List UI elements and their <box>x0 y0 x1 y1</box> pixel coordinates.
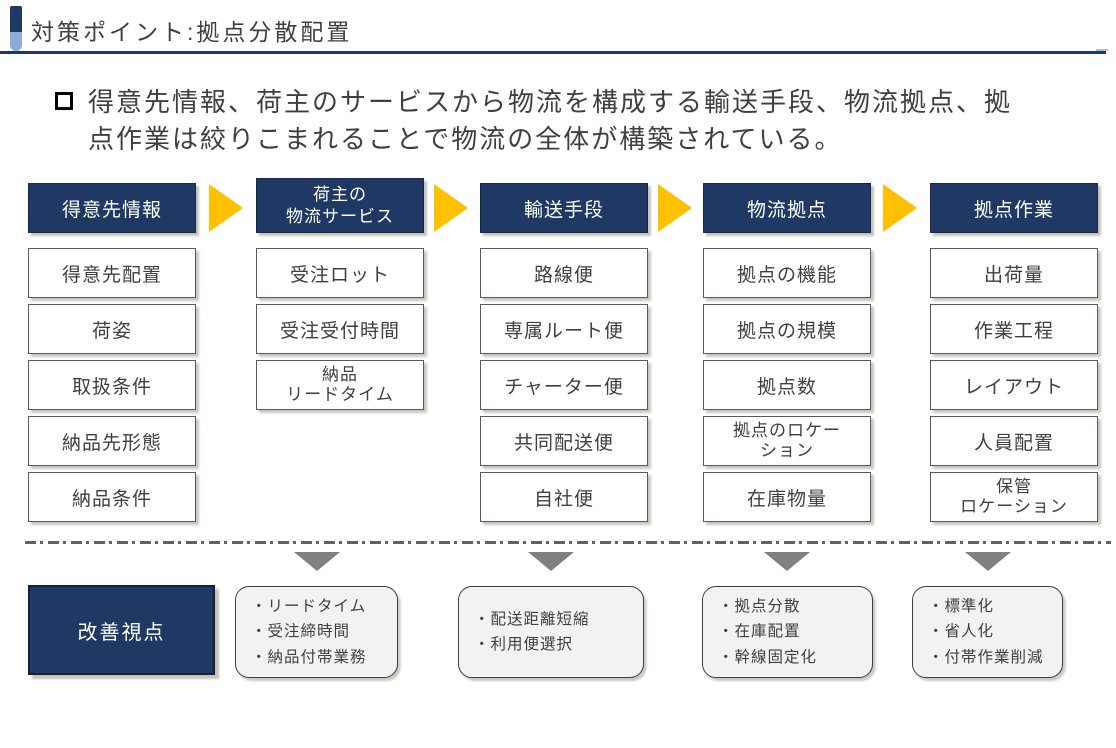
improvement-box: ・標準化・省人化・付帯作業削減 <box>912 586 1063 678</box>
title-accent-bottom <box>10 32 22 51</box>
summary-line-2: 点作業は絞りこまれることで物流の全体が構築されている。 <box>88 124 843 154</box>
summary-text: 得意先情報、荷主のサービスから物流を構成する輸送手段、物流拠点、拠 点作業は絞り… <box>88 84 1098 158</box>
item-box: 拠点数 <box>703 360 871 410</box>
item-box: 拠点のロケー ション <box>703 416 871 466</box>
title-divider <box>0 51 1106 54</box>
item-box: 出荷量 <box>930 248 1098 298</box>
column-header: 得意先情報 <box>28 183 196 233</box>
item-box: チャーター便 <box>480 360 648 410</box>
item-box: 在庫物量 <box>703 472 871 522</box>
improvement-item: ・受注締時間 <box>251 623 351 641</box>
flow-right-arrow-icon <box>658 184 692 232</box>
item-box: 専属ルート便 <box>480 304 648 354</box>
improvement-item: ・利用便選択 <box>474 636 574 653</box>
column-items: 受注ロット受注受付時間納品 リードタイム <box>256 248 424 410</box>
improvement-label-box: 改善視点 <box>28 585 215 675</box>
improvement-item: ・リードタイム <box>251 598 367 616</box>
item-box: 受注受付時間 <box>256 304 424 354</box>
improvement-item: ・幹線固定化 <box>718 648 818 666</box>
title-accent-icon <box>10 6 22 51</box>
square-bullet-icon <box>55 92 73 110</box>
down-arrow-icon <box>528 552 574 571</box>
item-box: 受注ロット <box>256 248 424 298</box>
item-box: 納品条件 <box>28 472 196 522</box>
improvement-box: ・配送距離短縮・利用便選択 <box>458 586 644 678</box>
item-box: レイアウト <box>930 360 1098 410</box>
flow-column: 拠点作業 出荷量作業工程レイアウト人員配置保管 ロケーション <box>930 183 1098 528</box>
improvement-item: ・標準化 <box>928 598 995 616</box>
improvement-item: ・付帯作業削減 <box>928 648 1044 666</box>
title-accent-top <box>10 6 22 32</box>
page-title: 対策ポイント:拠点分散配置 <box>31 19 353 45</box>
down-arrow-icon <box>764 552 810 571</box>
flow-right-arrow-icon <box>434 184 468 232</box>
item-box: 作業工程 <box>930 304 1098 354</box>
improvement-item: ・納品付帯業務 <box>251 648 367 666</box>
flow-right-arrow-icon <box>209 184 243 232</box>
improvement-item: ・拠点分散 <box>718 598 801 616</box>
flow-column: 荷主の 物流サービス 受注ロット受注受付時間納品 リードタイム <box>256 178 424 416</box>
column-header: 物流拠点 <box>703 183 871 233</box>
flow-right-arrow-icon <box>883 184 917 232</box>
improvement-item: ・在庫配置 <box>718 623 801 641</box>
flow-column: 輸送手段 路線便専属ルート便チャーター便共同配送便自社便 <box>480 183 648 528</box>
down-arrow-icon <box>965 552 1011 571</box>
item-box: 保管 ロケーション <box>930 472 1098 522</box>
column-header: 輸送手段 <box>480 183 648 233</box>
column-header: 荷主の 物流サービス <box>256 178 424 233</box>
item-box: 得意先配置 <box>28 248 196 298</box>
improvement-box: ・リードタイム・受注締時間・納品付帯業務 <box>235 586 398 678</box>
item-box: 共同配送便 <box>480 416 648 466</box>
column-items: 得意先配置荷姿取扱条件納品先形態納品条件 <box>28 248 196 522</box>
item-box: 取扱条件 <box>28 360 196 410</box>
flow-column: 得意先情報 得意先配置荷姿取扱条件納品先形態納品条件 <box>28 183 196 528</box>
flow-column: 物流拠点 拠点の機能拠点の規模拠点数拠点のロケー ション在庫物量 <box>703 183 871 528</box>
summary-line-1: 得意先情報、荷主のサービスから物流を構成する輸送手段、物流拠点、拠 <box>88 87 1013 117</box>
column-items: 路線便専属ルート便チャーター便共同配送便自社便 <box>480 248 648 522</box>
item-box: 納品 リードタイム <box>256 360 424 410</box>
improvement-item: ・省人化 <box>928 623 995 641</box>
improvement-item: ・配送距離短縮 <box>474 610 590 628</box>
item-box: 自社便 <box>480 472 648 522</box>
title-divider-tip <box>1096 49 1108 51</box>
dashdot-divider <box>25 541 1111 544</box>
item-box: 拠点の規模 <box>703 304 871 354</box>
column-items: 出荷量作業工程レイアウト人員配置保管 ロケーション <box>930 248 1098 522</box>
item-box: 路線便 <box>480 248 648 298</box>
column-items: 拠点の機能拠点の規模拠点数拠点のロケー ション在庫物量 <box>703 248 871 522</box>
item-box: 拠点の機能 <box>703 248 871 298</box>
item-box: 人員配置 <box>930 416 1098 466</box>
improvement-box: ・拠点分散・在庫配置・幹線固定化 <box>702 586 873 678</box>
item-box: 納品先形態 <box>28 416 196 466</box>
down-arrow-icon <box>294 552 340 571</box>
improvement-label: 改善視点 <box>77 621 166 644</box>
item-box: 荷姿 <box>28 304 196 354</box>
column-header: 拠点作業 <box>930 183 1098 233</box>
